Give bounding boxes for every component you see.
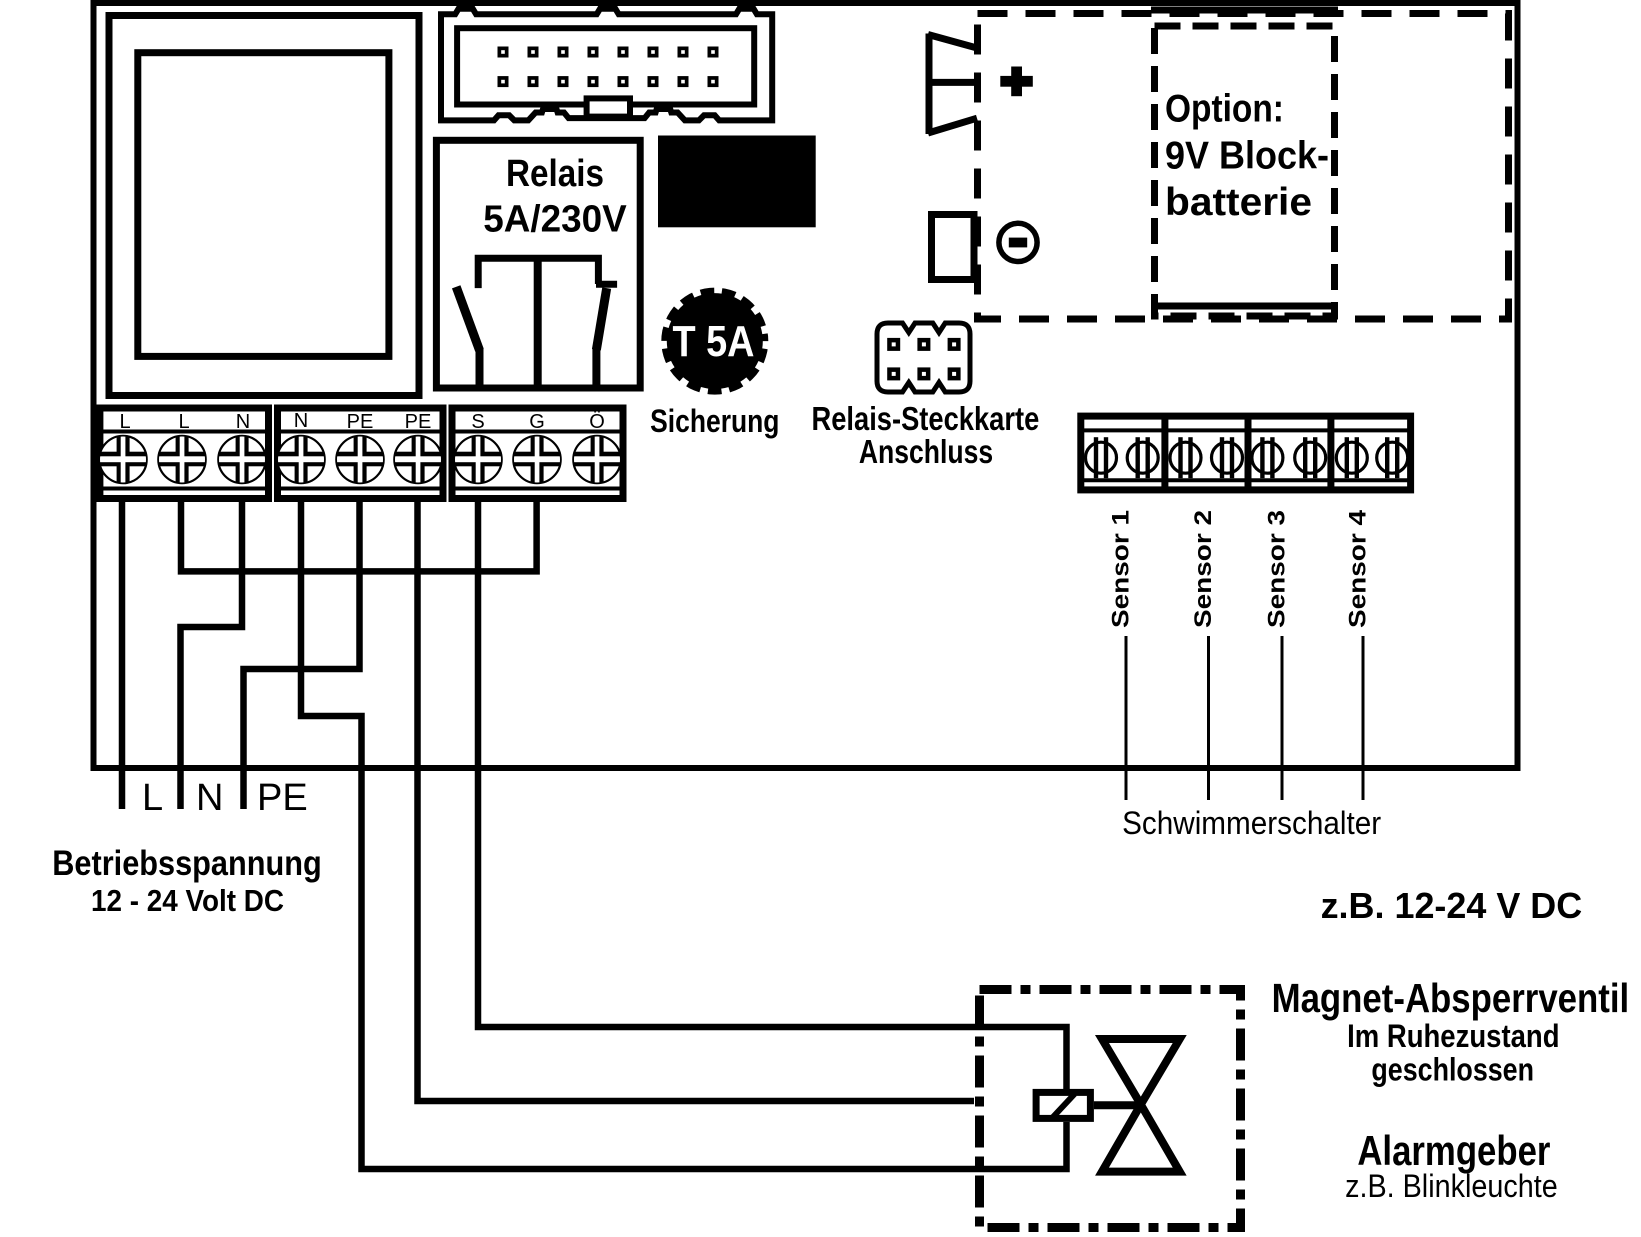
alarm-annotation: Alarmgeber z.B. Blinkleuchte — [1345, 1127, 1558, 1204]
fuse-label: Sicherung — [650, 403, 779, 439]
valve-coil-diagonal — [1050, 1091, 1077, 1120]
valve-note-line1: Im Ruhezustand — [1347, 1018, 1559, 1054]
wire-n-to-valve-coil — [297, 497, 1070, 1173]
buzzer-icon — [925, 31, 979, 137]
supply-labels: L N PE Betriebsspannung 12 - 24 Volt DC — [52, 777, 322, 918]
battery-label-line3: batterie — [1165, 181, 1312, 224]
battery-label-line2: 9V Block- — [1165, 134, 1329, 177]
sensor-caption: Schwimmerschalter — [1122, 805, 1381, 841]
minus-circle-icon — [996, 220, 1040, 265]
sensor-wires — [1124, 636, 1365, 800]
relay-armature-right — [591, 287, 612, 351]
valve-supply-label: z.B. 12-24 V DC — [1321, 885, 1583, 926]
valve-box — [975, 985, 1245, 1232]
battery-option: Option: 9V Block- batterie — [925, 6, 1512, 323]
display-module — [105, 12, 423, 399]
relay-module: Relais 5A/230V — [432, 136, 644, 392]
sensor-label-4: Sensor 4 — [1345, 509, 1372, 628]
buzzer-bottom-edge — [926, 114, 979, 137]
alarm-title: Alarmgeber — [1357, 1127, 1550, 1174]
sensor-terminal-block: Sensor 1 Sensor 2 Sensor 3 Sensor 4 Schw… — [1077, 412, 1415, 841]
relay-card-label-line2: Anschluss — [859, 433, 993, 470]
plus-icon — [1000, 66, 1033, 97]
wire-pe-to-valve — [414, 497, 974, 1105]
supply-wire-label-l: L — [142, 777, 163, 819]
terminal-label: L — [119, 411, 130, 433]
terminal-label: N — [236, 411, 250, 433]
sensor-labels: Sensor 1 Sensor 2 Sensor 3 Sensor 4 — [1108, 509, 1372, 628]
display-screen — [134, 49, 393, 360]
wire-n-supply — [177, 497, 246, 809]
screw-cross-icon — [454, 436, 621, 484]
sensor-label-2: Sensor 2 — [1190, 510, 1217, 628]
ribbon-connector — [438, 5, 776, 124]
terminal-label: Ö — [589, 411, 605, 433]
battery-outline — [1151, 22, 1338, 320]
relay-card-label-line1: Relais-Steckkarte — [812, 400, 1040, 437]
screw-cross-icon — [277, 436, 442, 484]
black-component-block — [658, 135, 816, 228]
valve-title: Magnet-Absperrventil — [1272, 975, 1630, 1021]
fuse-rim-notches — [658, 285, 771, 398]
ribbon-connector-key-notch — [583, 95, 633, 120]
fuse: T 5A Sicherung — [650, 285, 779, 439]
supply-wire-label-pe: PE — [257, 777, 308, 819]
valve-triangle-top — [1094, 1035, 1187, 1113]
screw-cross-icon — [99, 436, 266, 484]
relay-card-header: Relais-Steckkarte Anschluss — [812, 320, 1040, 470]
pin-header-outline — [874, 320, 973, 395]
relay-contact-symbol — [451, 254, 618, 391]
alarm-subtitle: z.B. Blinkleuchte — [1345, 1168, 1558, 1204]
valve-triangle-bottom — [1095, 1096, 1187, 1176]
sensor-label-1: Sensor 1 — [1108, 510, 1135, 628]
wire-s-to-valve-coil — [474, 497, 1070, 1089]
battery-clip — [928, 211, 978, 283]
ribbon-connector-housing — [438, 5, 776, 124]
relay-armature-left — [451, 285, 484, 352]
terminal-label: L — [178, 411, 189, 433]
controller-board-outline — [90, 0, 1521, 771]
terminal-label: PE — [347, 411, 374, 433]
valve-note-line2: geschlossen — [1371, 1052, 1534, 1088]
fuse-marking: T 5A — [673, 317, 755, 366]
sensor-label-3: Sensor 3 — [1264, 510, 1291, 628]
fuse-body — [661, 287, 769, 395]
terminal-label: S — [471, 411, 484, 433]
valve-coil — [1032, 1088, 1094, 1122]
display-outer-frame — [105, 12, 423, 399]
supply-subtitle: 12 - 24 Volt DC — [91, 883, 284, 918]
supply-title: Betriebsspannung — [52, 844, 322, 883]
battery-label-line1: Option: — [1165, 88, 1284, 131]
buzzer-top-edge — [927, 31, 978, 52]
valve-assembly: z.B. 12-24 V DC Magnet-Absperrventil Im … — [975, 885, 1630, 1232]
supply-wire-label-n: N — [196, 777, 223, 819]
battery-9v — [1151, 6, 1338, 320]
terminal-label: PE — [405, 411, 432, 433]
terminal-label: G — [529, 411, 545, 433]
relay-rating: 5A/230V — [483, 199, 627, 241]
wiring — [118, 497, 1070, 1173]
relay-title: Relais — [506, 153, 604, 195]
terminal-label: N — [294, 410, 308, 432]
